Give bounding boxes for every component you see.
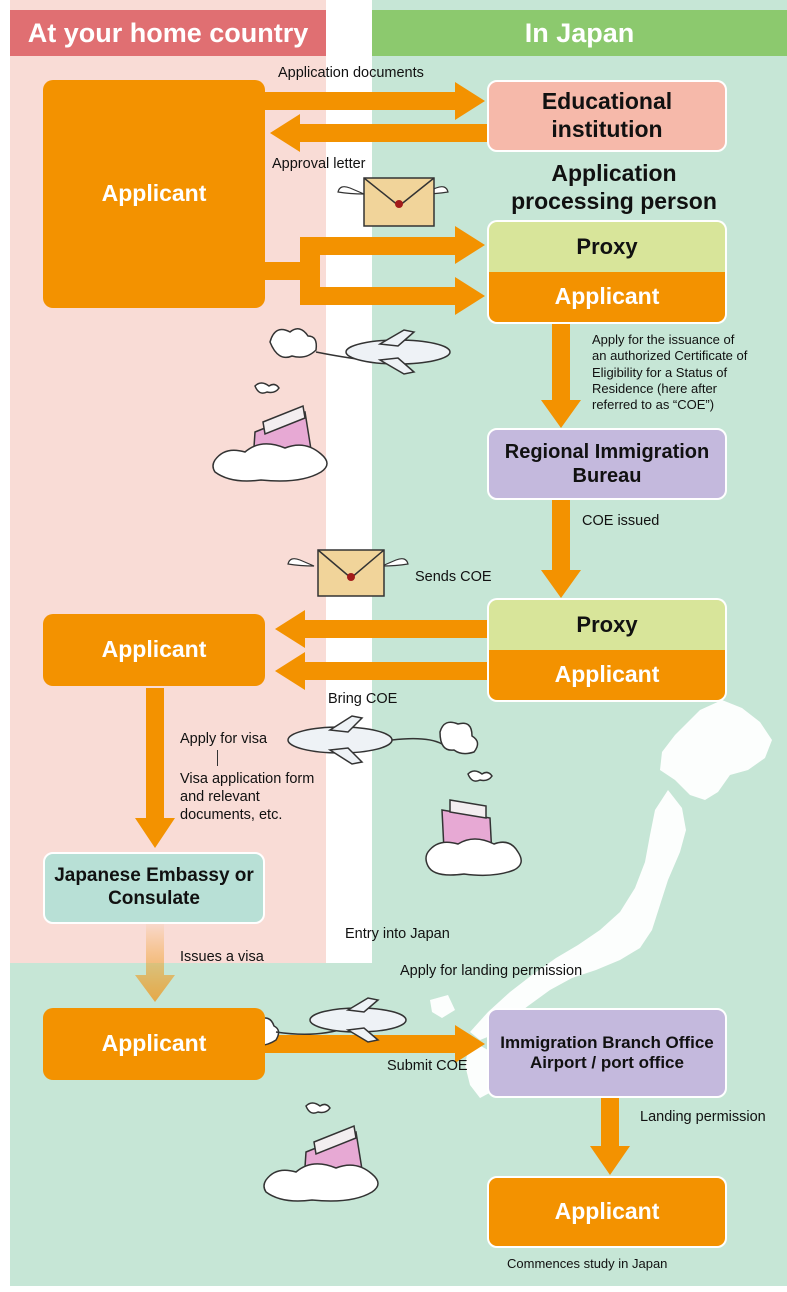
approval-letter-label: Approval letter: [272, 156, 366, 172]
bring-coe-label: Bring COE: [328, 691, 398, 707]
japanese-embassy-box: Japanese Embassy or Consulate: [43, 852, 265, 924]
arrow-issues-visa: [135, 924, 175, 1002]
proxy-box-1: Proxy: [487, 220, 727, 272]
applicant-final-box: Applicant: [487, 1176, 727, 1248]
applicant-left-box-3: Applicant: [43, 1008, 265, 1080]
apply-coe-label: Apply for the issuance of an authorized …: [592, 332, 748, 412]
application-documents-label: Application documents: [278, 65, 424, 81]
arrow-apply-visa: [135, 688, 175, 848]
issues-visa-label: Issues a visa: [180, 949, 264, 965]
envelope-with-wings-icon: [337, 177, 449, 227]
immigration-branch-office-box: Immigration Branch Office Airport / port…: [487, 1008, 727, 1098]
arrow-coe-issued: [541, 498, 581, 598]
envelope-with-wings-icon: [287, 549, 409, 597]
commences-study-label: Commences study in Japan: [507, 1256, 668, 1271]
apply-visa-label: Apply for visa: [180, 731, 268, 747]
applicant-main-box: Applicant: [43, 80, 265, 308]
coe-issued-label: COE issued: [582, 513, 660, 529]
applicant-box-2: Applicant: [487, 650, 727, 702]
visa-documents-label: Visa application form and relevant docum…: [180, 771, 315, 824]
arrow-landing-permission: [590, 1098, 630, 1175]
ship-icon: [212, 382, 522, 1202]
applicant-left-box-2: Applicant: [43, 614, 265, 686]
applicant-box-1: Applicant: [487, 272, 727, 324]
arrow-bring-coe: [275, 652, 487, 690]
educational-institution-box: Educational institution: [487, 80, 727, 152]
regional-immigration-bureau-box: Regional Immigration Bureau: [487, 428, 727, 500]
arrow-apply-coe: [541, 322, 581, 428]
proxy-box-2: Proxy: [487, 598, 727, 650]
entry-japan-label: Entry into Japan: [345, 926, 450, 942]
sends-coe-label: Sends COE: [415, 569, 492, 585]
application-processing-person-heading: Application processing person: [511, 160, 717, 214]
arrow-application-documents: [262, 82, 485, 120]
home-country-header: At your home country: [10, 10, 326, 56]
visa-divider: [217, 750, 218, 766]
submit-coe-label: Submit COE: [387, 1058, 468, 1074]
japan-header: In Japan: [372, 10, 787, 56]
arrow-submit-coe: [262, 1025, 485, 1063]
landing-permission-label: Landing permission: [640, 1109, 766, 1125]
apply-landing-label: Apply for landing permission: [400, 963, 583, 979]
arrow-to-proxy: [262, 226, 485, 315]
arrow-sends-coe: [275, 610, 487, 648]
arrow-approval-letter: [270, 114, 487, 152]
